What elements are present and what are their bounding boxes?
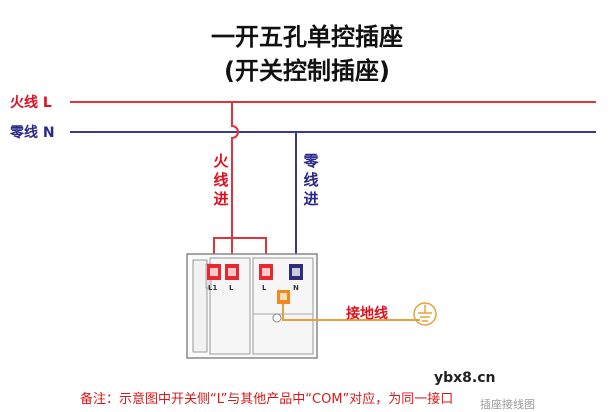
live-line-label: 火线 L — [10, 95, 52, 111]
terminal-label-socket-n: N — [293, 284, 299, 292]
terminal-label-socket-l: L — [262, 284, 267, 292]
ground-label: 接地线 — [346, 306, 388, 322]
terminal-socket-n — [289, 264, 303, 280]
diagram-subtitle: (开关控制插座) — [224, 57, 390, 85]
watermark-faint: 插座接线图 — [480, 398, 535, 411]
live-in-label: 火线进 — [213, 152, 229, 208]
terminal-ground — [277, 290, 290, 304]
terminal-socket-l — [259, 264, 273, 280]
earth-ground-icon — [413, 302, 437, 326]
diagram-title: 一开五孔单控插座 — [211, 23, 403, 51]
footnote: 备注：示意图中开关侧“L”与其他产品中“COM”对应，为同一接口 — [80, 392, 454, 407]
terminal-label-switch-l: L — [229, 284, 234, 292]
terminal-switch-l1 — [207, 264, 221, 280]
neutral-in-label: 零线进 — [303, 152, 319, 208]
terminal-label-switch-l1: L1 — [208, 284, 218, 292]
neutral-line-label: 零线 N — [10, 125, 55, 141]
live-drop-wire — [231, 102, 239, 238]
watermark: ybx8.cn — [434, 370, 496, 386]
terminal-switch-l — [225, 264, 239, 280]
ground-wire — [282, 304, 420, 321]
